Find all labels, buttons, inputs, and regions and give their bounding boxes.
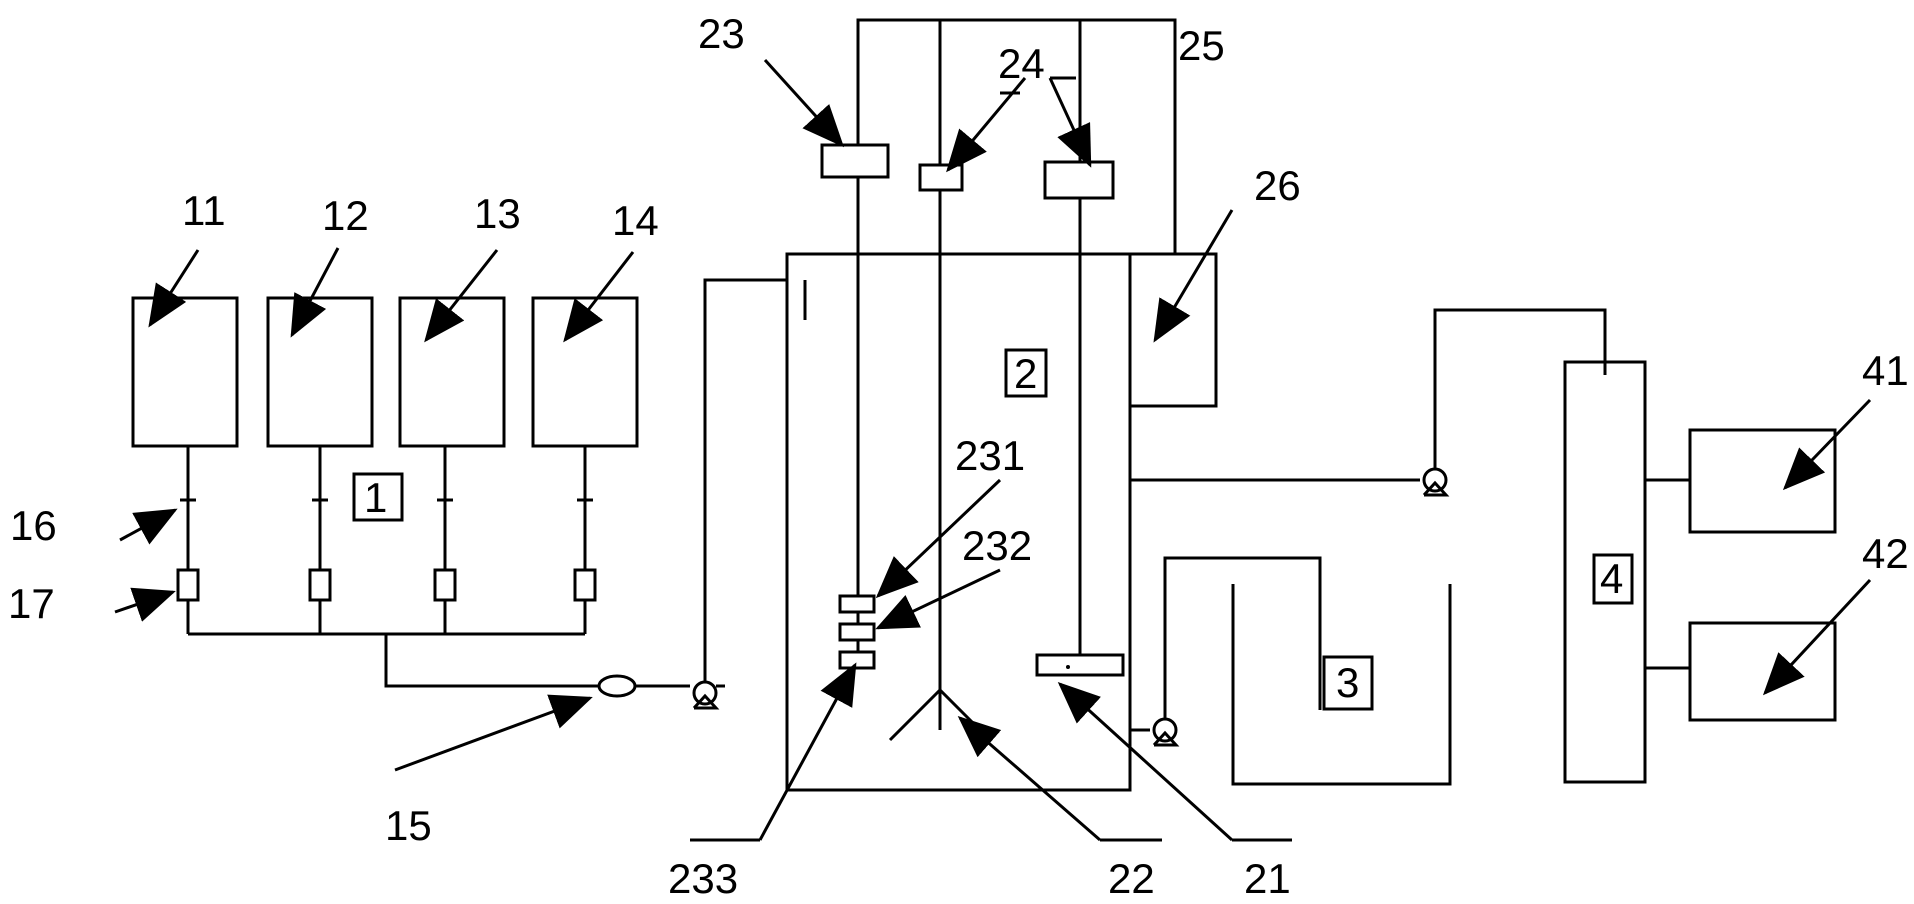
- sensor-233: [838, 650, 876, 670]
- label-26: 26: [1254, 162, 1301, 209]
- unit-3-label: 3: [1336, 659, 1359, 706]
- label-17: 17: [8, 580, 55, 627]
- flowmeter-17-a: [176, 568, 200, 602]
- label-22: 22: [1108, 855, 1155, 902]
- tank-12: [266, 296, 374, 448]
- tank-14: [531, 296, 639, 448]
- flowmeter-17-d: [573, 568, 597, 602]
- label-232: 232: [962, 522, 1032, 569]
- tank-group-1: 1: [131, 278, 807, 710]
- controller-25: [1043, 160, 1115, 200]
- flowmeter-17-c: [433, 568, 457, 602]
- label-12: 12: [322, 192, 369, 239]
- flowmeter-17-b: [308, 568, 332, 602]
- device-42: [1688, 621, 1837, 722]
- label-11: 11: [182, 187, 226, 234]
- label-42: 42: [1862, 530, 1909, 577]
- unit-4-tag: [1592, 553, 1634, 605]
- label-23: 23: [698, 10, 745, 57]
- unit-1-tag: [352, 472, 404, 522]
- settling-tank: [1231, 584, 1452, 786]
- sensor-232: [838, 622, 876, 642]
- tank-13: [398, 296, 506, 448]
- label-25: 25: [1178, 22, 1225, 69]
- label-24: 24: [998, 40, 1045, 87]
- check-valve-15: [597, 674, 637, 698]
- unit-4-label: 4: [1600, 555, 1623, 602]
- sensor-231: [838, 594, 876, 614]
- label-231: 231: [955, 432, 1025, 479]
- unit-1-label: 1: [364, 474, 387, 521]
- device-41: [1688, 428, 1837, 534]
- label-21: 21: [1244, 855, 1291, 902]
- label-41: 41: [1862, 347, 1909, 394]
- tank-group-3: 3: [1130, 556, 1452, 786]
- label-16: 16: [10, 502, 57, 549]
- device-26: [1128, 252, 1218, 408]
- label-15: 15: [385, 802, 432, 849]
- leader-lines: [114, 58, 1872, 842]
- controller-23: [820, 143, 890, 179]
- heater-21: [1035, 653, 1125, 677]
- pump-3: [1152, 717, 1178, 743]
- label-14: 14: [612, 197, 659, 244]
- label-13: 13: [474, 190, 521, 237]
- tank-11: [131, 296, 239, 448]
- controller-24: [918, 163, 964, 192]
- labels: 11 12 13 14 16 17 15 23 24 25 26 231 232…: [8, 10, 1909, 902]
- pump-4: [1422, 467, 1448, 493]
- unit-2-tag: [1004, 348, 1048, 398]
- unit-2-label: 2: [1014, 350, 1037, 397]
- label-233: 233: [668, 855, 738, 902]
- unit-3-tag: [1322, 655, 1374, 711]
- feed-pump: [692, 680, 718, 706]
- column-group-4: 4: [1130, 308, 1837, 784]
